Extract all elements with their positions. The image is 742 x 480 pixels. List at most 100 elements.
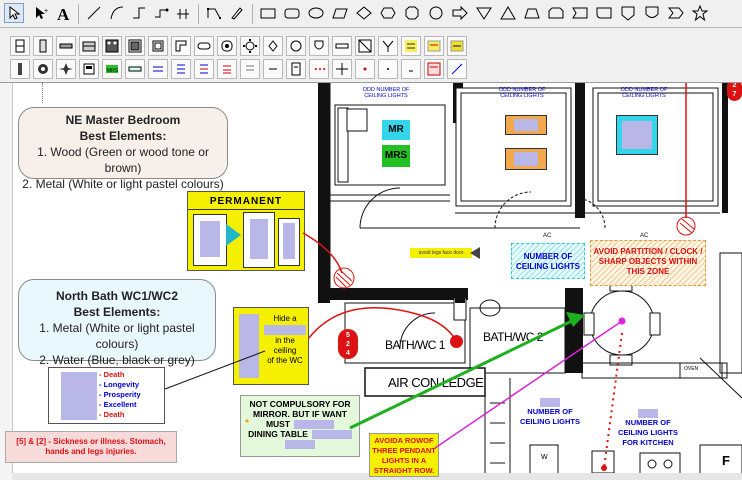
chair-icon[interactable] [263,36,283,56]
polyline-icon[interactable] [204,3,224,23]
guide-line [42,83,44,103]
bath-title: North Bath WC1/WC2 [56,289,178,303]
arrow-left-icon [470,247,480,259]
dining-set-icon[interactable] [240,36,260,56]
ceiling-lights-blue-note: NUMBER OF CEILING LIGHTS [520,397,580,431]
bedroom-line1: 1. Wood (Green or wood tone or brown) [37,145,209,175]
item-left [193,214,227,266]
item-right [278,218,300,266]
bedroom-elements-box: NE Master Bedroom Best Elements: 1. Wood… [18,107,228,191]
corner-wall-icon[interactable] [171,36,191,56]
lamp-icon[interactable] [378,36,398,56]
cut-corner-icon[interactable] [546,3,566,23]
yellow-tag-icon[interactable] [447,36,467,56]
gear-icon[interactable] [33,59,53,79]
diagonal-arrow-icon[interactable] [447,59,467,79]
bath-line1: 1. Metal (White or light pastel colours) [39,321,195,351]
drawing-canvas[interactable]: NE Master Bedroom Best Elements: 1. Wood… [0,83,742,480]
circle-icon[interactable] [426,3,446,23]
octagon-icon[interactable] [402,3,422,23]
table-round-icon[interactable] [217,36,237,56]
pointer-icon[interactable] [4,3,24,23]
dimension-line-icon[interactable] [173,3,193,23]
shower-icon[interactable] [355,36,375,56]
hexagon-icon[interactable] [378,3,398,23]
mrs-label-icon[interactable]: MRS [102,59,122,79]
permanent-label: PERMANENT [188,196,304,210]
blue-text-icon[interactable] [148,59,168,79]
odd-number-label-3: ODD NUMBER OF CEILING LIGHTS [620,87,668,99]
bathtub-icon[interactable] [194,36,214,56]
pencil-icon[interactable] [227,3,247,23]
appliance-icon[interactable] [79,59,99,79]
ellipse-icon[interactable] [306,3,326,23]
door-single-icon[interactable] [33,36,53,56]
diamond-icon[interactable] [354,3,374,23]
wall-symbol-icon[interactable] [10,36,30,56]
triangle-up-icon[interactable] [498,3,518,23]
ceiling-lights-kitchen-note: NUMBER OF CEILING LIGHTS FOR KITCHEN [612,408,684,448]
svg-text:MRS: MRS [107,68,119,74]
stove-icon[interactable] [102,36,122,56]
notched-shape-icon[interactable] [570,3,590,23]
rectangle-icon[interactable] [258,3,278,23]
legend-longevity: - Longevity [99,380,140,389]
triangle-down-icon[interactable] [474,3,494,23]
tick-icon[interactable] [401,59,421,79]
avoid-legs-label: avoid legs face door [410,248,472,258]
frame-symbol-icon[interactable] [148,36,168,56]
step-line-icon[interactable] [129,3,149,23]
curve-tool-icon[interactable] [107,3,127,23]
parallelogram-icon[interactable] [330,3,350,23]
chevron-shape-icon[interactable] [666,3,686,23]
arrow-shape-icon[interactable] [450,3,470,23]
w-label: W [541,454,548,461]
ceiling-lights-cyan-zone: NUMBER OF CEILING LIGHTS [511,243,585,279]
bath-subtitle: Best Elements: [73,305,161,319]
blue-red-list-icon[interactable] [194,59,214,79]
cabinet-icon[interactable] [79,36,99,56]
red-list-panel-icon[interactable] [424,59,444,79]
hide-box: Hide a in the ceiling of the WC [233,307,309,385]
rounded-rect-icon[interactable] [282,3,302,23]
blue-list-icon[interactable] [171,59,191,79]
pentagon-down-icon[interactable] [618,3,638,23]
cyan-bar-icon[interactable] [125,59,145,79]
mr-label: MR [382,120,410,140]
shield-icon[interactable] [642,3,662,23]
mirror-note: NOT COMPULSORY FOR MIRROR. BUT IF WANT M… [240,395,360,457]
red-list-icon[interactable] [217,59,237,79]
toilet-icon[interactable] [309,36,329,56]
sticky-note-icon[interactable] [424,36,444,56]
hide-line2: in the [275,336,295,345]
star-icon[interactable] [690,3,710,23]
f-label: F [722,453,730,468]
svg-text:A: A [57,5,70,21]
dash-icon[interactable] [263,59,283,79]
node-edit-icon[interactable]: + [31,3,51,23]
legend-death2: - Death [99,410,125,419]
mirror-line1: NOT COMPULSORY FOR [249,399,351,409]
text-tool-icon[interactable]: A [54,3,74,23]
rounded-tab-icon[interactable] [594,3,614,23]
sink-icon[interactable] [125,36,145,56]
plant-icon[interactable] [56,59,76,79]
window-symbol-icon[interactable] [56,36,76,56]
connector-icon[interactable] [151,3,171,23]
bench-icon[interactable] [332,36,352,56]
document-icon[interactable] [286,59,306,79]
crosshair-icon[interactable] [332,59,352,79]
ac-label-1: AC [543,233,552,239]
highlight-note-icon[interactable] [401,36,421,56]
grey-list-icon[interactable] [240,59,260,79]
line-tool-icon[interactable] [84,3,104,23]
legend-prosperity: - Prosperity [99,390,141,399]
dot-icon[interactable] [355,59,375,79]
small-dot-icon[interactable] [378,59,398,79]
column-icon[interactable] [10,59,30,79]
trapezoid-icon[interactable] [522,3,542,23]
red-dots-icon[interactable] [309,59,329,79]
round-table-icon[interactable] [286,36,306,56]
mirror-line3: MUST [265,419,291,429]
